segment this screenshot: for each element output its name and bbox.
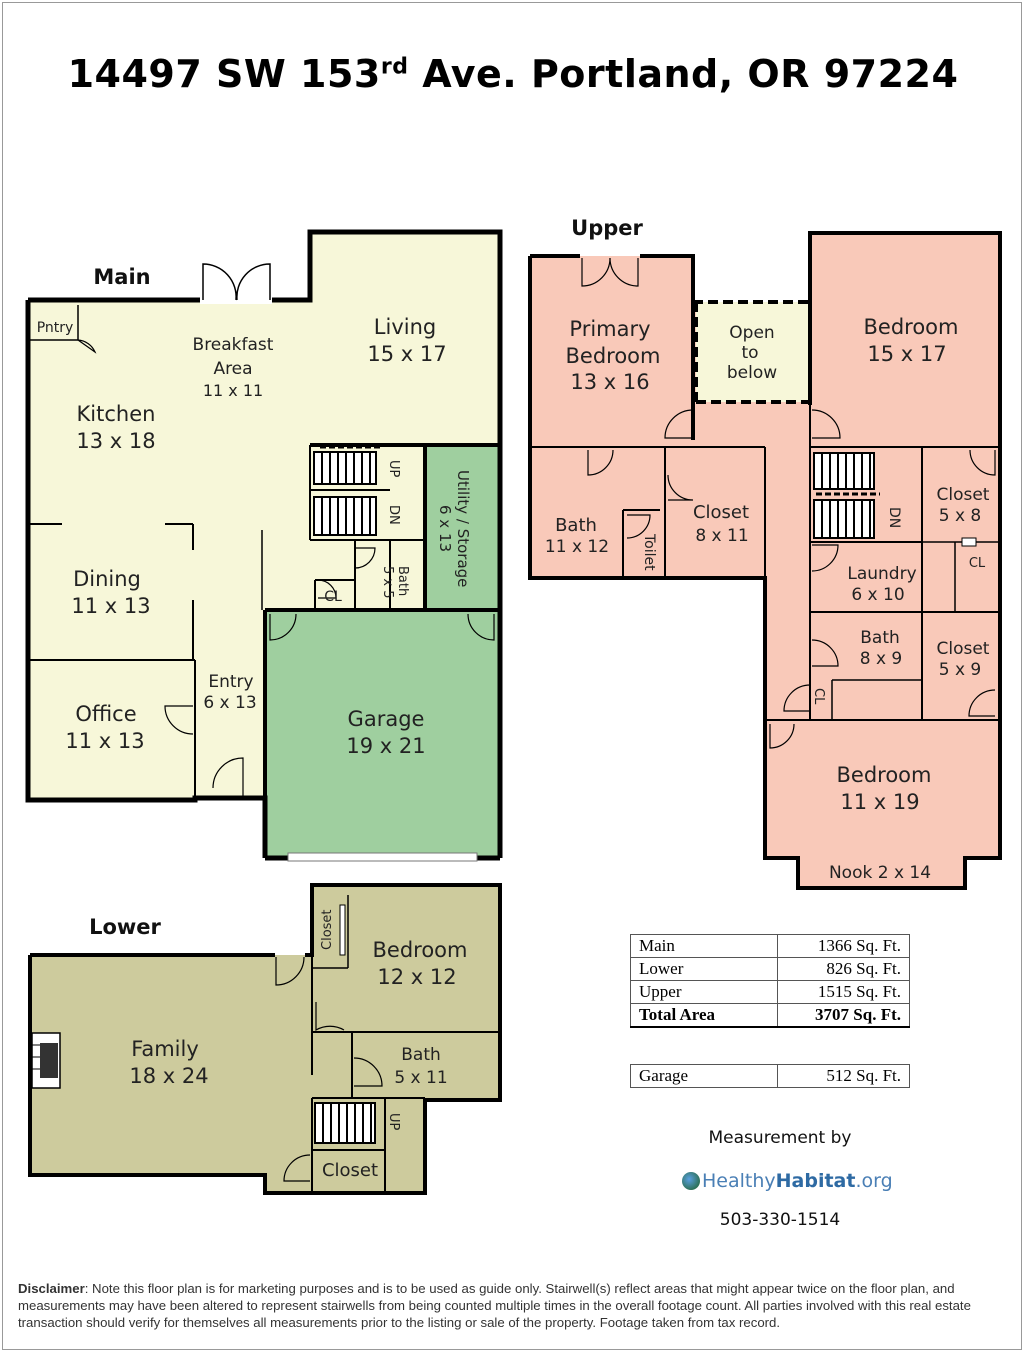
room-nook: Nook 2 x 14 xyxy=(829,863,931,883)
floor-label-lower: Lower xyxy=(89,915,161,939)
phone-number: 503-330-1514 xyxy=(719,1210,841,1230)
room-dining-size: 11 x 13 xyxy=(71,594,150,618)
disclaimer: Disclaimer: Note this floor plan is for … xyxy=(18,1281,971,1330)
room-bedroom1-name: Bedroom xyxy=(864,315,959,339)
room-bath-main-size: 5 x 5 xyxy=(380,566,395,599)
garage-door xyxy=(287,852,478,862)
room-bath-upper-name: Bath xyxy=(555,515,597,536)
room-closet-main: CL xyxy=(324,589,342,605)
stairs-lower xyxy=(314,1102,376,1144)
room-family-size: 18 x 24 xyxy=(129,1064,208,1088)
room-lower-bedroom-name: Bedroom xyxy=(373,938,468,962)
room-utility-name: Utility / Storage xyxy=(454,470,472,587)
page-title: 14497 SW 153rd Ave. Portland, OR 97224 xyxy=(67,52,959,96)
room-primary-name1: Primary xyxy=(569,317,650,341)
room-office-name: Office xyxy=(75,702,136,726)
floor-label-main: Main xyxy=(93,265,150,289)
room-closet58-name: Closet xyxy=(937,485,990,505)
floor-label-upper: Upper xyxy=(571,216,643,240)
stairs-upper xyxy=(813,452,880,539)
open-below-line3: below xyxy=(727,363,777,383)
room-breakfast-name2: Area xyxy=(213,359,252,379)
room-office-size: 11 x 13 xyxy=(65,729,144,753)
room-dining-name: Dining xyxy=(73,567,141,591)
room-laundry-name: Laundry xyxy=(847,564,916,584)
room-bedroom2-size: 11 x 19 xyxy=(840,790,919,814)
room-garage-name: Garage xyxy=(348,707,425,731)
open-below-line1: Open xyxy=(729,323,774,343)
room-lower-bath-size: 5 x 11 xyxy=(394,1068,447,1088)
room-primary-name2: Bedroom xyxy=(566,344,661,368)
room-lower-closet: Closet xyxy=(322,1160,378,1181)
upper-stair-dn: DN xyxy=(886,507,902,528)
main-floor: Main Pntry Breakfast Area 11 x 11 Living… xyxy=(25,229,503,862)
room-closet58-size: 5 x 8 xyxy=(939,506,982,526)
room-bath-main-name: Bath xyxy=(395,566,410,596)
stair-dn-label: DN xyxy=(386,505,401,525)
upper-floor: Upper Primary Bedroom 13 x 16 Open to be… xyxy=(528,216,1002,890)
room-lower-bedroom-size: 12 x 12 xyxy=(377,965,456,989)
room-garage-size: 19 x 21 xyxy=(346,734,425,758)
room-kitchen-name: Kitchen xyxy=(77,402,156,426)
healthyhabitat-logo: HealthyHabitat.org xyxy=(682,1170,893,1192)
room-breakfast-size: 11 x 11 xyxy=(203,381,263,400)
lower-floor: Lower Closet Bedroom 12 x 12 Family 18 x… xyxy=(28,883,502,1195)
room-bath89-size: 8 x 9 xyxy=(860,649,903,669)
room-lower-bath-name: Bath xyxy=(401,1045,441,1065)
room-utility-size: 6 x 13 xyxy=(436,505,454,552)
room-entry-size: 6 x 13 xyxy=(203,693,256,713)
room-primary-size: 13 x 16 xyxy=(570,370,649,394)
room-breakfast-name: Breakfast xyxy=(193,335,274,355)
room-laundry-size: 6 x 10 xyxy=(851,585,904,605)
open-to-below-area xyxy=(696,302,808,402)
room-pantry: Pntry xyxy=(37,320,74,336)
fireplace-icon xyxy=(31,1032,61,1089)
measurement-by: Measurement by xyxy=(708,1128,852,1148)
room-living-name: Living xyxy=(374,315,436,339)
room-bath-upper-size: 11 x 12 xyxy=(545,537,609,557)
room-closet59-name: Closet xyxy=(937,639,990,659)
room-kitchen-size: 13 x 18 xyxy=(76,429,155,453)
lower-stair-up: UP xyxy=(386,1113,401,1131)
stair-up-label: UP xyxy=(386,460,401,478)
room-family-name: Family xyxy=(131,1037,199,1061)
stairs-main xyxy=(313,445,380,536)
room-lower-closet-v: Closet xyxy=(320,909,335,950)
room-toilet: Toilet xyxy=(641,533,657,571)
room-cl1: CL xyxy=(969,556,986,571)
room-closet811-name: Closet xyxy=(693,502,749,523)
room-bath89-name: Bath xyxy=(860,628,900,648)
room-bedroom1-size: 15 x 17 xyxy=(867,342,946,366)
room-closet59-size: 5 x 9 xyxy=(939,660,982,680)
open-below-line2: to xyxy=(741,343,758,363)
room-bedroom2-name: Bedroom xyxy=(837,763,932,787)
room-entry-name: Entry xyxy=(208,672,253,692)
globe-icon xyxy=(682,1172,700,1190)
room-closet811-size: 8 x 11 xyxy=(695,526,748,546)
room-cl2: CL xyxy=(811,688,826,705)
garage-area xyxy=(265,610,500,858)
room-living-size: 15 x 17 xyxy=(367,342,446,366)
